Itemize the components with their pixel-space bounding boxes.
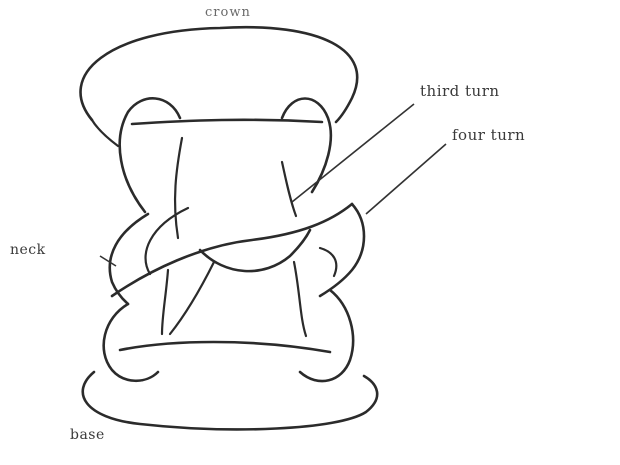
right-bulge-inner <box>320 248 336 276</box>
left-inner-strand <box>175 138 182 238</box>
diagonal-strand <box>112 204 352 296</box>
upper-left-loop <box>120 98 180 212</box>
label-fourth-turn: four turn <box>452 128 525 143</box>
lower-v-left <box>162 270 168 334</box>
top-bight-inner-left <box>92 120 118 146</box>
leader-left <box>100 256 116 266</box>
label-third-turn: third turn <box>420 84 500 99</box>
upper-right-loop <box>282 99 331 193</box>
lower-v-right <box>170 262 214 334</box>
top-bight <box>81 27 358 122</box>
right-inner-strand <box>282 162 296 216</box>
lower-crossbar <box>120 342 330 352</box>
upper-crossbar <box>132 120 322 124</box>
label-top: crown <box>205 6 251 19</box>
left-waist <box>110 214 148 304</box>
lower-left-loop <box>104 304 158 381</box>
lower-right-loop <box>300 290 353 381</box>
label-left: neck <box>10 243 46 257</box>
leader-four-turn <box>366 144 446 214</box>
lower-right-strand <box>294 262 306 336</box>
label-bottom: base <box>70 428 105 442</box>
